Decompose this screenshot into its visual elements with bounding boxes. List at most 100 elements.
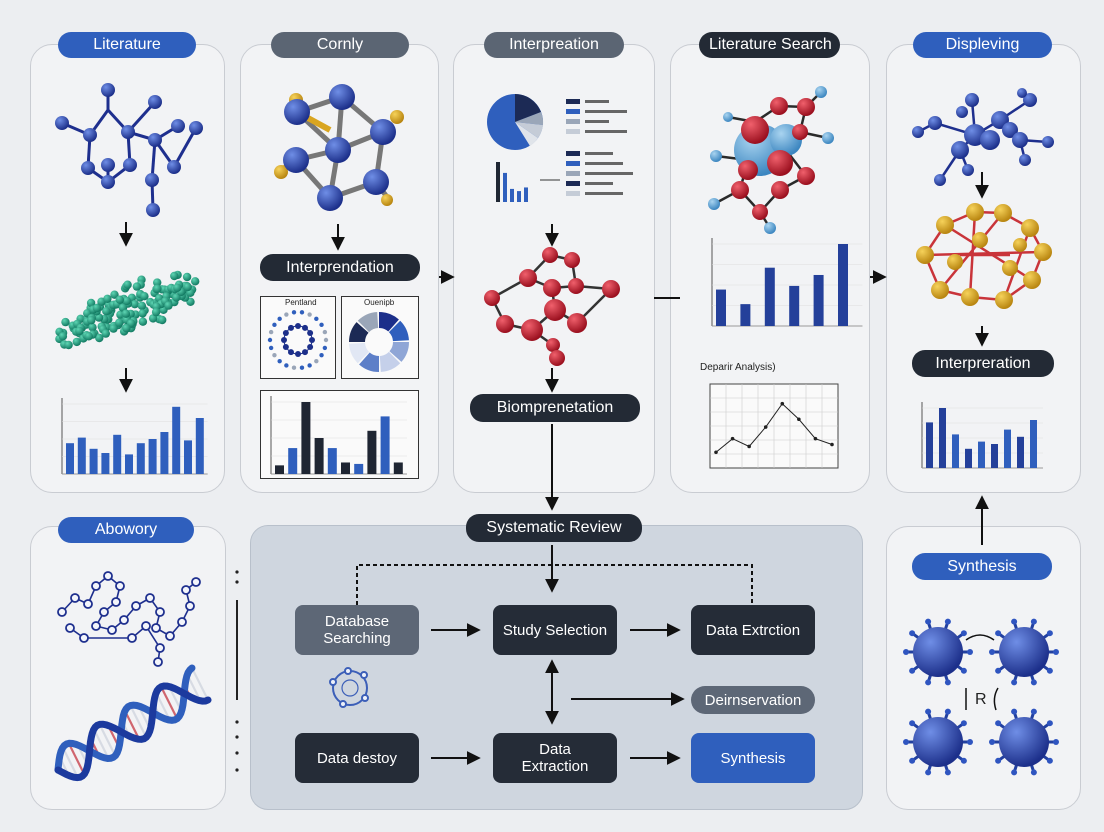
chain-atom xyxy=(91,621,101,631)
ouenipb-chart-title: Ouenipb xyxy=(364,298,395,307)
col1-protein-cluster xyxy=(55,270,200,350)
synthesis-virus-particles xyxy=(903,618,1059,776)
chain-atom xyxy=(127,633,137,643)
bar xyxy=(524,187,528,202)
review-flow-arrows xyxy=(356,545,753,765)
study-selection-node[interactable]: Study Selection xyxy=(493,605,617,655)
dna-base-pair xyxy=(98,723,117,757)
dna-base-pair xyxy=(160,686,179,720)
bar xyxy=(195,418,204,474)
donut-slice xyxy=(379,312,399,332)
synthesis-node[interactable]: Synthesis xyxy=(691,733,815,783)
ring-dot xyxy=(277,316,282,322)
chain-atom xyxy=(107,625,117,635)
dna-base-pair xyxy=(67,742,86,775)
chain-atom xyxy=(145,593,155,603)
protein-bead xyxy=(95,333,104,343)
depair-analysis-title: Deparir Analysis) xyxy=(700,362,776,373)
chain-atom xyxy=(141,621,151,631)
bar xyxy=(66,443,74,474)
deinservation-node[interactable]: Deirnservation xyxy=(691,686,815,714)
data-destoy-node[interactable]: Data destoy xyxy=(295,733,419,783)
data-point xyxy=(763,425,768,429)
bar xyxy=(172,406,181,474)
ring-dot xyxy=(299,365,305,370)
protein-bead xyxy=(61,317,70,327)
bar xyxy=(380,416,390,474)
protein-bead xyxy=(115,295,125,304)
col4-line-chart xyxy=(709,383,839,469)
ring-dot xyxy=(319,352,324,358)
bar xyxy=(77,437,86,474)
data-point xyxy=(797,417,801,422)
col4-bar-chart xyxy=(711,238,863,327)
synthesis-center-r: R xyxy=(975,691,987,708)
bar xyxy=(160,432,169,474)
chain-atom xyxy=(111,597,121,607)
bar xyxy=(978,441,985,468)
ring-dot xyxy=(322,329,328,335)
virus-spike-tip xyxy=(995,720,1002,727)
virus-spike-tip xyxy=(1046,720,1053,727)
virus-spike-tip xyxy=(1053,649,1059,655)
bar xyxy=(838,244,848,326)
data-extraction-node[interactable]: Data Extraction xyxy=(493,733,617,783)
bar xyxy=(101,453,110,474)
literature-search-title: Literature Search xyxy=(699,32,840,58)
chain-atom xyxy=(155,643,165,653)
ring-dot xyxy=(307,312,312,317)
virus-spike-tip xyxy=(995,667,1002,674)
bar xyxy=(789,285,800,326)
protein-bead xyxy=(88,323,97,332)
bar xyxy=(991,444,998,468)
ring-dot xyxy=(291,310,297,315)
protein-bead xyxy=(123,280,132,289)
bar xyxy=(393,462,403,474)
protein-bead xyxy=(122,296,131,306)
bar xyxy=(354,463,364,474)
legend-swatch xyxy=(566,181,580,186)
virus-spike-tip xyxy=(1011,769,1018,776)
ring-dot xyxy=(323,337,329,343)
protein-bead xyxy=(87,316,96,325)
legend-swatch xyxy=(566,99,580,104)
donut-slice xyxy=(349,322,369,342)
col1-molecule xyxy=(61,90,198,211)
bar xyxy=(716,289,726,326)
bar xyxy=(288,448,298,474)
col2-bar-chart xyxy=(270,396,407,475)
protein-bead xyxy=(64,340,73,350)
virus-spike-tip xyxy=(909,667,916,674)
virus-spike-tip xyxy=(1030,708,1037,715)
protein-bead xyxy=(115,318,124,327)
bar xyxy=(327,448,337,474)
legend-swatch xyxy=(566,191,580,196)
bar xyxy=(813,274,824,326)
pentland-chart-box xyxy=(260,296,336,379)
virus-spike-tip xyxy=(1053,739,1059,745)
col2-bar-chart-box xyxy=(260,390,419,479)
displeving-title: Displeving xyxy=(913,32,1052,58)
ring-dot xyxy=(268,345,274,351)
virus-spike-tip xyxy=(909,630,916,637)
database-searching-node[interactable]: Database Searching xyxy=(295,605,419,655)
donut-slice xyxy=(388,320,409,342)
bar xyxy=(517,191,521,202)
bar xyxy=(148,439,157,474)
protein-bead xyxy=(151,307,161,317)
virus-spike-tip xyxy=(1046,667,1053,674)
ring-dot xyxy=(268,329,274,335)
data-extrction-node[interactable]: Data Extrction xyxy=(691,605,815,655)
donut-slice xyxy=(359,352,379,372)
protein-bead xyxy=(102,307,111,316)
legend-text-line xyxy=(585,152,613,155)
protein-bead xyxy=(153,278,162,287)
dna-helix xyxy=(54,664,212,782)
protein-bead xyxy=(109,324,118,333)
chain-atom xyxy=(119,615,129,625)
virus-spike-tip xyxy=(944,769,951,776)
protein-bead xyxy=(110,290,119,299)
dna-base-pair xyxy=(124,710,141,740)
ring-dot xyxy=(322,345,328,351)
donut-slice xyxy=(379,351,401,372)
